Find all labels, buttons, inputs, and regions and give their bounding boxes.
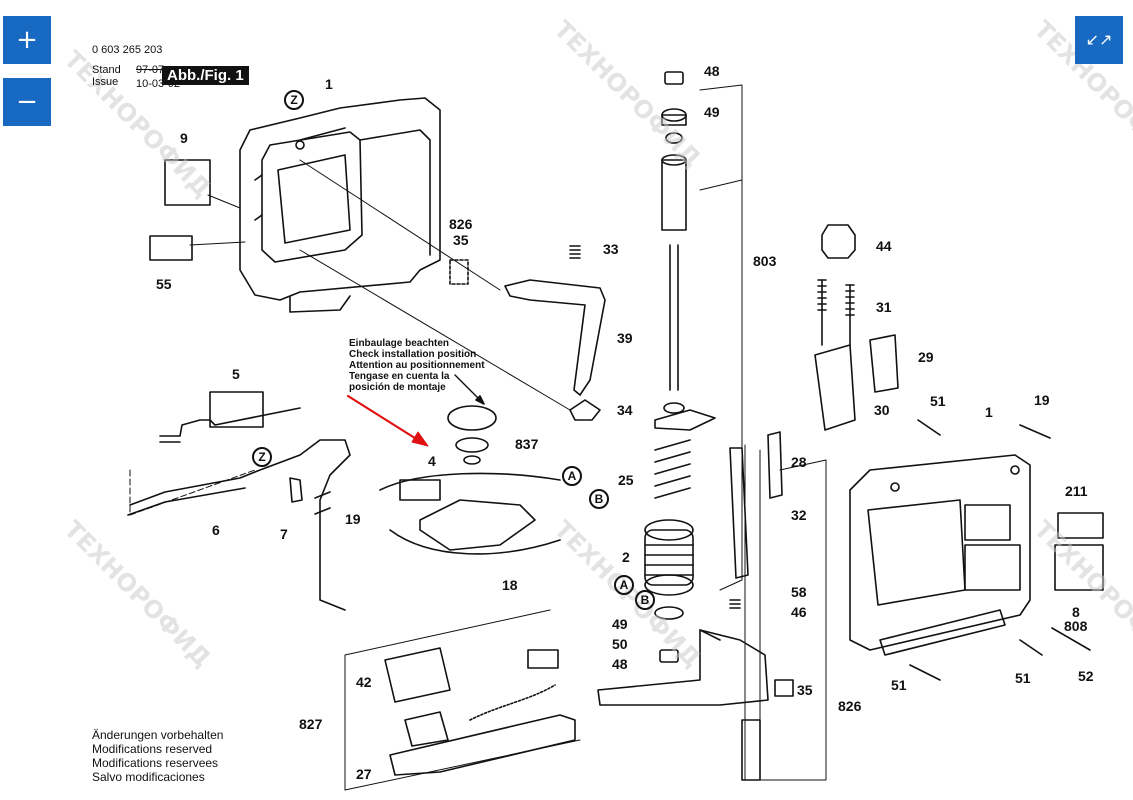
callout-b: B	[589, 489, 609, 509]
callout-55: 55	[156, 276, 172, 292]
callout-35: 35	[797, 682, 813, 698]
callout-b: B	[635, 590, 655, 610]
note-line: Attention au positionnement	[349, 360, 485, 371]
note-line: Check installation position	[349, 349, 477, 360]
note-line: posición de montaje	[349, 382, 446, 393]
zoom-out-button[interactable]: −	[3, 78, 51, 126]
callout-48: 48	[612, 656, 628, 672]
callout-58: 58	[791, 584, 807, 600]
callout-19: 19	[1034, 392, 1050, 408]
callout-826: 826	[449, 216, 473, 232]
callout-5: 5	[232, 366, 240, 382]
footer-line: Modifications reservees	[92, 756, 219, 770]
callout-837: 837	[515, 436, 539, 452]
stand-label: Stand	[92, 64, 121, 76]
exit-fullscreen-button[interactable]: ↙↗	[1075, 16, 1123, 64]
callout-6: 6	[212, 522, 220, 538]
callout-8: 8	[1072, 604, 1080, 620]
callout-4: 4	[428, 453, 436, 469]
callout-51: 51	[1015, 670, 1031, 686]
callout-1: 1	[325, 76, 333, 92]
callout-a: A	[562, 466, 582, 486]
callout-50: 50	[612, 636, 628, 652]
callout-211: 211	[1065, 483, 1088, 499]
footer-line: Änderungen vorbehalten	[92, 728, 224, 742]
callout-1: 1	[985, 404, 993, 420]
callout-30: 30	[874, 402, 890, 418]
callout-31: 31	[876, 299, 892, 315]
callout-48: 48	[704, 63, 720, 79]
label-plate-8	[1054, 544, 1104, 591]
figure-label: Abb./Fig. 1	[162, 66, 249, 85]
callout-27: 27	[356, 766, 372, 782]
callout-42: 42	[356, 674, 372, 690]
callout-826: 826	[838, 698, 862, 714]
footer-notice: Änderungen vorbehalten Modifications res…	[92, 728, 223, 784]
note-line: Einbaulage beachten	[349, 338, 450, 349]
callout-29: 29	[918, 349, 934, 365]
callout-19: 19	[345, 511, 361, 527]
callout-32: 32	[791, 507, 807, 523]
callout-51: 51	[891, 677, 907, 693]
callout-7: 7	[280, 526, 288, 542]
callout-49: 49	[612, 616, 628, 632]
housing-half-left	[239, 97, 441, 313]
callout-827: 827	[299, 716, 323, 732]
note-line: Tengase en cuenta la	[349, 371, 450, 382]
housing-half-right	[849, 454, 1031, 656]
callout-44: 44	[876, 238, 892, 254]
callout-34: 34	[617, 402, 633, 418]
callout-18: 18	[502, 577, 518, 593]
callout-28: 28	[791, 454, 807, 470]
callout-803: 803	[753, 253, 777, 269]
label-plate-211	[1057, 512, 1104, 539]
callout-25: 25	[618, 472, 634, 488]
issue-label: Issue	[92, 76, 119, 88]
callout-39: 39	[617, 330, 633, 346]
label-plate-55	[149, 235, 193, 261]
stand-date: 97-07	[136, 64, 165, 76]
installation-note: Einbaulage beachten Check installation p…	[349, 338, 485, 393]
callout-808: 808	[1064, 618, 1088, 634]
callout-33: 33	[603, 241, 619, 257]
footer-line: Salvo modificaciones	[92, 770, 205, 784]
zoom-in-button[interactable]: +	[3, 16, 51, 64]
label-plate-9	[164, 159, 211, 206]
part-number: 0 603 265 203	[92, 44, 163, 56]
callout-51: 51	[930, 393, 946, 409]
footer-line: Modifications reserved	[92, 742, 213, 756]
callout-z: Z	[284, 90, 304, 110]
callout-2: 2	[622, 549, 630, 565]
callout-35: 35	[453, 232, 469, 248]
callout-49: 49	[704, 104, 720, 120]
callout-52: 52	[1078, 668, 1094, 684]
callout-9: 9	[180, 130, 188, 146]
callout-46: 46	[791, 604, 807, 620]
callout-z: Z	[252, 447, 272, 467]
callout-a: A	[614, 575, 634, 595]
